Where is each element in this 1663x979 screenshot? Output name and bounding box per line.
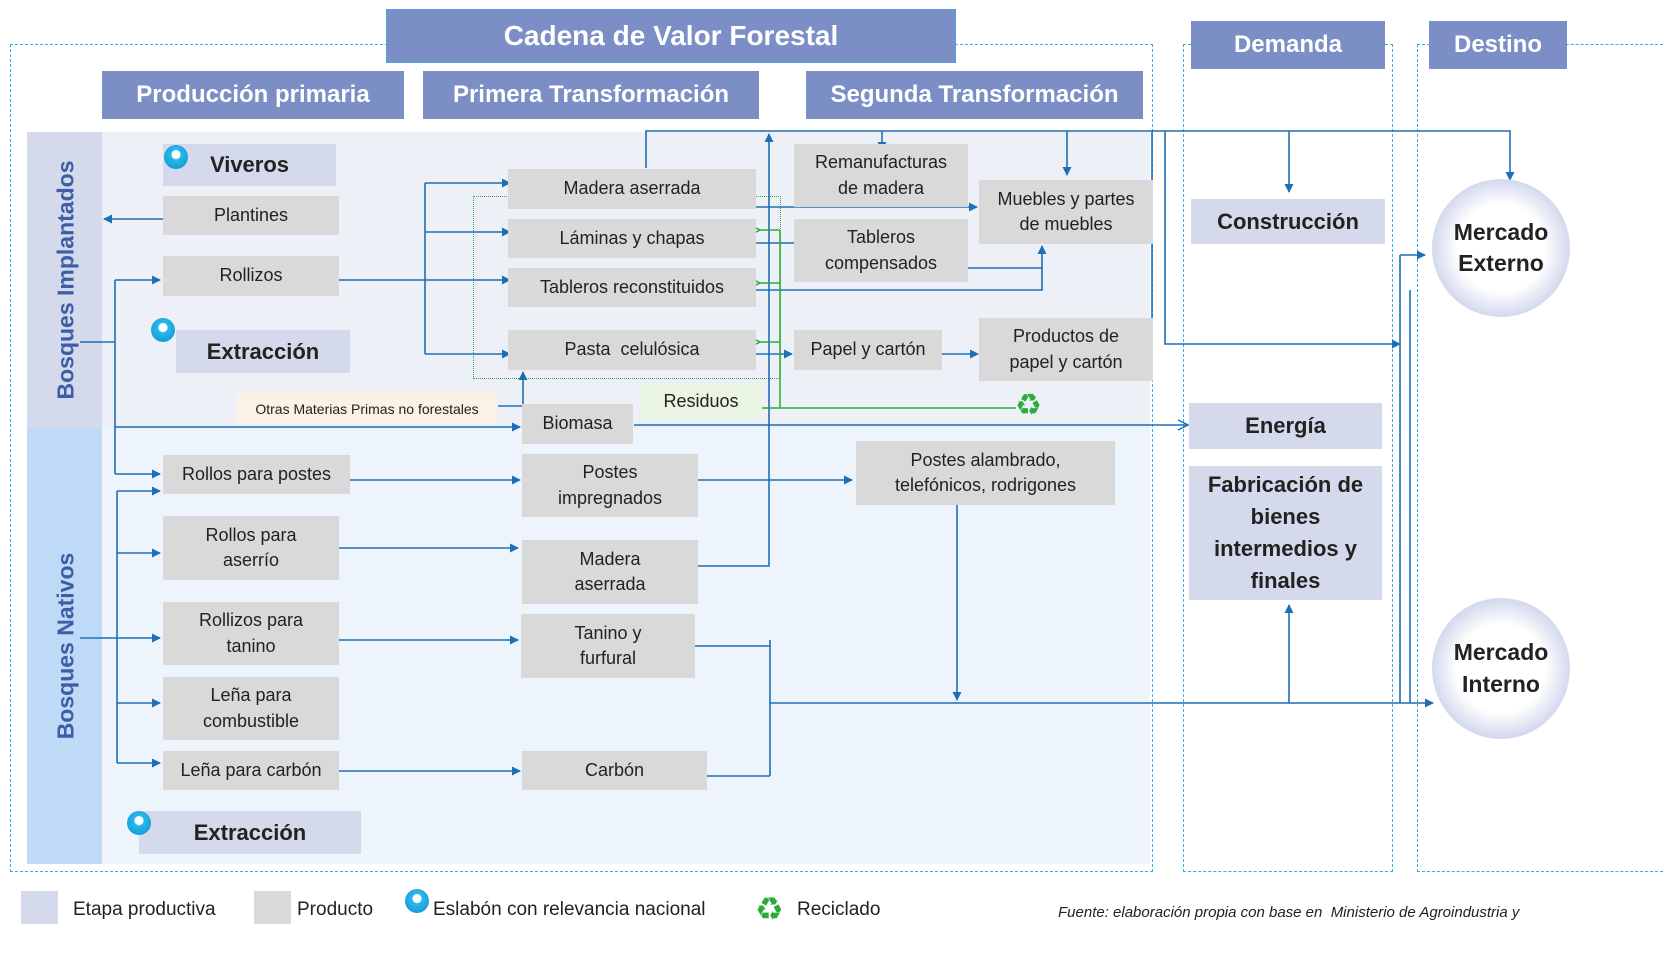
header-demanda: Demanda [1191, 21, 1385, 69]
product-madera-aserrada-nativa: Madera aserrada [522, 540, 698, 604]
product-rollos-postes: Rollos para postes [163, 455, 350, 494]
blue-dot-icon [127, 811, 151, 835]
other-inputs-label: Otras Materias Primas no forestales [237, 393, 497, 424]
product-lena-carbon: Leña para carbón [163, 751, 339, 790]
product-rollizos: Rollizos [163, 256, 339, 296]
source-note: Fuente: elaboración propia con base en M… [1058, 904, 1520, 921]
stage-viveros: Viveros [163, 144, 336, 186]
destination-mercado-interno: Mercado Interno [1432, 598, 1570, 739]
product-tableros-reconstituidos: Tableros reconstituidos [508, 268, 756, 307]
stage-extraccion-implantados: Extracción [176, 330, 350, 373]
blue-dot-icon [151, 318, 175, 342]
header-destino: Destino [1429, 21, 1567, 69]
header-segunda-transformacion: Segunda Transformación [806, 71, 1143, 119]
legend-eslabon-label: Eslabón con relevancia nacional [433, 899, 706, 920]
legend-reciclado-label: Reciclado [797, 899, 881, 920]
product-carbon: Carbón [522, 751, 707, 790]
product-postes-impregnados: Postes impregnados [522, 454, 698, 517]
blue-dot-icon [164, 145, 188, 169]
side-bar-nativos [27, 428, 102, 864]
destination-mercado-externo: Mercado Externo [1432, 179, 1570, 317]
demand-energia: Energía [1189, 403, 1382, 449]
product-remanufacturas: Remanufacturas de madera [794, 144, 968, 207]
residuos-label: Residuos [640, 383, 762, 419]
product-plantines: Plantines [163, 196, 339, 235]
product-rollos-aserrio: Rollos para aserrío [163, 516, 339, 580]
product-madera-aserrada: Madera aserrada [508, 169, 756, 209]
recycle-icon: ♻ [755, 891, 784, 927]
header-primera-transformacion: Primera Transformación [423, 71, 759, 119]
product-lena-combustible: Leña para combustible [163, 677, 339, 740]
product-postes-alambrado: Postes alambrado, telefónicos, rodrigone… [856, 441, 1115, 505]
side-bar-implantados [27, 132, 102, 428]
legend-producto-swatch [254, 891, 291, 924]
recycle-icon: ♻ [1015, 389, 1042, 422]
product-tableros-compensados: Tableros compensados [794, 219, 968, 282]
product-muebles: Muebles y partes de muebles [979, 180, 1153, 244]
blue-dot-icon [405, 889, 429, 913]
demand-construccion: Construcción [1191, 199, 1385, 244]
product-productos-papel: Productos de papel y cartón [979, 318, 1153, 381]
product-rollizos-tanino: Rollizos para tanino [163, 602, 339, 665]
legend-etapa-label: Etapa productiva [73, 899, 216, 920]
header-produccion-primaria: Producción primaria [102, 71, 404, 119]
legend-producto-label: Producto [297, 899, 374, 920]
page-title: Cadena de Valor Forestal [386, 9, 956, 63]
product-biomasa: Biomasa [522, 404, 633, 444]
stage-extraccion-nativos: Extracción [139, 811, 361, 854]
product-papel-carton: Papel y cartón [794, 330, 942, 370]
product-laminas-chapas: Láminas y chapas [508, 219, 756, 258]
product-tanino-furfural: Tanino y furfural [521, 614, 695, 678]
demand-fabricacion: Fabricación de bienes intermedios y fina… [1189, 466, 1382, 600]
product-pasta-celulosica: Pasta celulósica [508, 330, 756, 370]
legend-etapa-swatch [21, 891, 58, 924]
